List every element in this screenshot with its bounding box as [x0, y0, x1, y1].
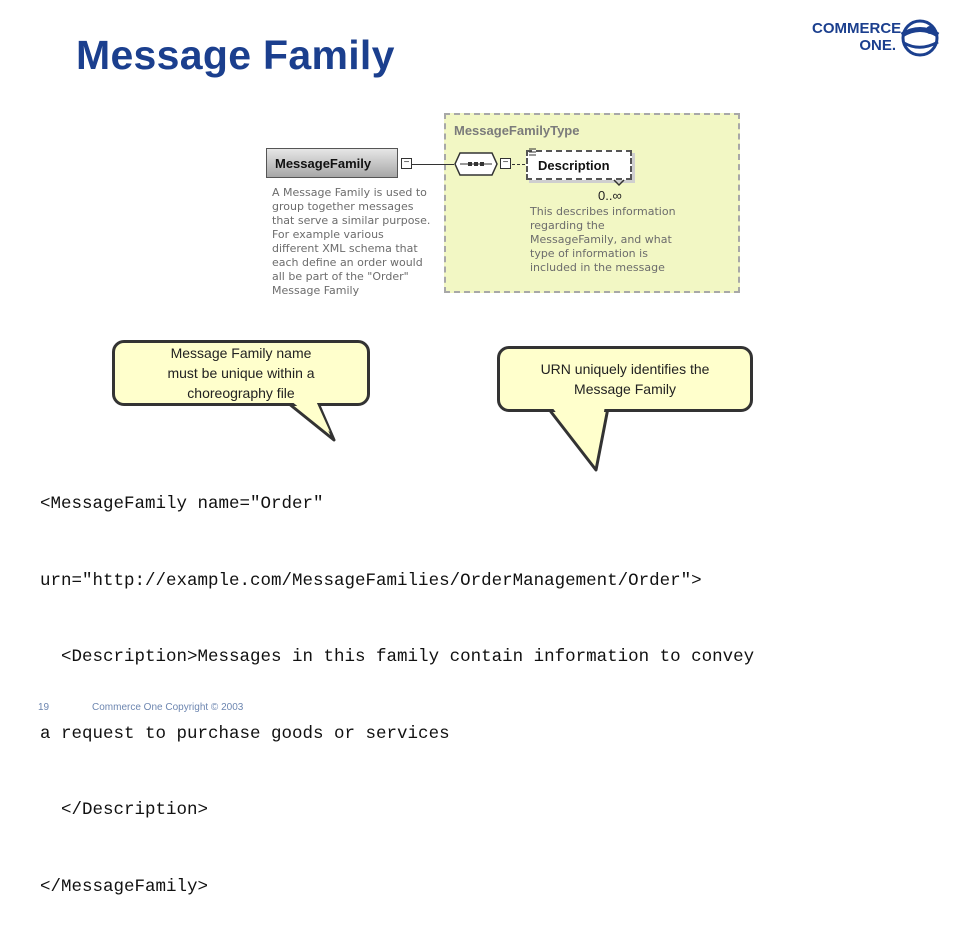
code-line: <Description>Messages in this family con…: [40, 647, 755, 667]
doc-line: regarding the: [530, 219, 605, 232]
code-line: a request to purchase goods or services: [40, 723, 450, 744]
complex-type-box: MessageFamilyType: [444, 113, 740, 293]
logo-line-2: ONE.: [859, 37, 896, 54]
element-node-label: MessageFamily: [275, 155, 372, 171]
code-line: <MessageFamily name="Order": [40, 494, 324, 514]
callout-line: Message Family name: [170, 345, 312, 361]
callout-name-unique: Message Family name must be unique withi…: [112, 340, 370, 406]
xml-code-sample: <MessageFamily name="Order" urn="http://…: [40, 441, 754, 926]
code-line: </MessageFamily>: [40, 876, 209, 897]
complex-type-label: MessageFamilyType: [454, 123, 580, 138]
callout-tail-name: [286, 401, 336, 442]
element-node-messagefamily: MessageFamily: [266, 148, 398, 178]
lines-icon: [529, 148, 536, 156]
doc-line: MessageFamily, and what: [530, 233, 672, 246]
copyright-notice: Commerce One Copyright © 2003: [92, 702, 244, 713]
element-node-description: Description: [526, 150, 632, 180]
chevron-down-icon: [613, 179, 625, 187]
doc-line: group together messages: [272, 200, 414, 213]
callout-line: URN uniquely identifies the: [540, 361, 710, 377]
callout-line: must be unique within a: [167, 365, 315, 381]
doc-line: Message Family: [272, 284, 360, 297]
page-number: 19: [38, 702, 50, 713]
doc-line: included in the message: [530, 261, 665, 274]
multiplicity-label: 0..∞: [598, 188, 622, 203]
doc-line: type of information is: [530, 247, 648, 260]
doc-line: that serve a similar purpose.: [272, 214, 431, 227]
callout-line: choreography file: [187, 385, 295, 401]
doc-line: For example various: [272, 228, 384, 241]
code-line: </Description>: [40, 800, 209, 820]
doc-line: A Message Family is used to: [272, 186, 427, 199]
connector-line: [412, 164, 454, 165]
logo-wordmark: COMMERCE ONE.: [812, 20, 902, 54]
globe-swoosh-icon: [900, 19, 940, 57]
logo-line-1: COMMERCE: [812, 20, 902, 37]
child-documentation: This describes information regarding the…: [530, 205, 676, 275]
doc-line: different XML schema that: [272, 242, 418, 255]
page-title: Message Family: [76, 32, 395, 78]
doc-line: each define an order would: [272, 256, 423, 269]
code-line: urn="http://example.com/MessageFamilies/…: [40, 570, 702, 591]
callout-line: Message Family: [574, 381, 676, 397]
collapse-icon: −: [500, 158, 511, 169]
commerce-one-logo: COMMERCE ONE.: [812, 18, 942, 58]
collapse-icon: −: [401, 158, 412, 169]
doc-line: This describes information: [530, 205, 676, 218]
element-node-label: Description: [538, 157, 610, 173]
callout-urn: URN uniquely identifies the Message Fami…: [497, 346, 753, 412]
sequence-compositor-icon: [454, 152, 498, 176]
doc-line: all be part of the "Order": [272, 270, 409, 283]
element-documentation: A Message Family is used to group togeth…: [272, 186, 430, 298]
optional-connector-line: [512, 164, 528, 165]
schema-diagram: MessageFamilyType MessageFamily − − Desc…: [264, 110, 746, 306]
